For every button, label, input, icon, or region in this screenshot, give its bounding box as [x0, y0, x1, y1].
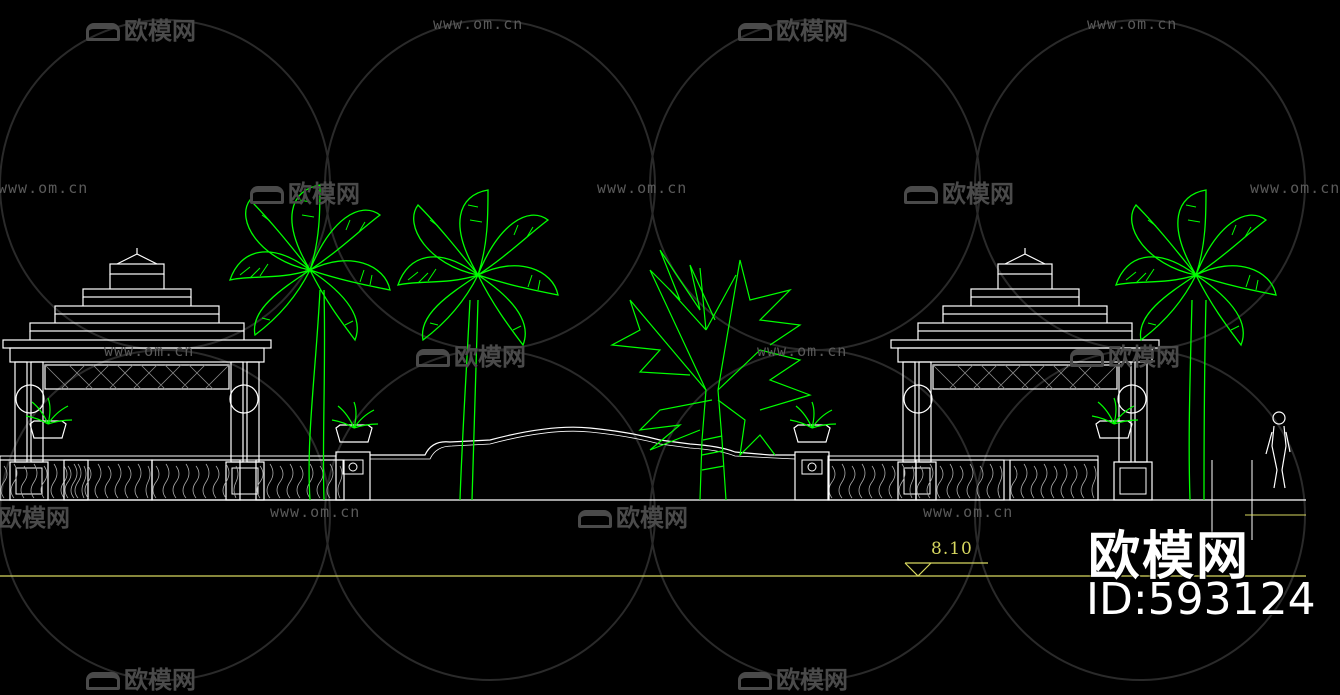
watermark-site-text: www.om.cn: [1250, 179, 1340, 197]
pavilion-right: [890, 247, 1160, 501]
watermark-brand: 欧模网: [416, 337, 526, 372]
watermark-site-text: www.om.cn: [104, 342, 195, 360]
low-wall-curve: [370, 426, 795, 456]
palm-tree-2: [397, 189, 559, 501]
sofa-logo-icon: [250, 186, 284, 204]
palm-tree-3: [1115, 189, 1277, 501]
watermark-site-text: www.om.cn: [597, 179, 688, 197]
wall-top-left: [0, 455, 337, 461]
dimension-lines: [1211, 460, 1306, 540]
watermark-site-text: www.om.cn: [923, 503, 1014, 521]
sofa-logo-icon: [578, 510, 612, 528]
elevation-marker-symbol: [904, 562, 988, 577]
sofa-logo-icon: [738, 23, 772, 41]
watermark-site-text: www.om.cn: [1087, 15, 1178, 33]
watermark-site-text: www.om.cn: [757, 342, 848, 360]
spiky-tree: [609, 249, 812, 501]
corner-logo-brand: 欧模网: [1088, 527, 1251, 587]
watermark-circles: [0, 19, 1306, 681]
wall-panels: [0, 459, 1099, 501]
watermark-brand: 欧模网: [738, 11, 848, 46]
pavilion-left: [2, 247, 272, 501]
watermark-site-text: www.om.cn: [0, 179, 89, 197]
watermark-brand: 欧模网: [0, 504, 70, 532]
watermark-brand: 欧模网: [904, 174, 1014, 209]
sofa-logo-icon: [86, 23, 120, 41]
corner-logo-id: ID:593124: [1086, 574, 1316, 625]
potted-plant-left: [331, 401, 379, 443]
cad-elevation-drawing: [0, 19, 1306, 681]
sofa-logo-icon: [1070, 349, 1104, 367]
watermark-brand: 欧模网: [250, 174, 360, 209]
potted-plant-pavilion-left: [25, 397, 73, 439]
sofa-logo-icon: [904, 186, 938, 204]
watermark-brand: 欧模网: [738, 660, 848, 695]
watermark-site-text: www.om.cn: [270, 503, 361, 521]
watermark-brand: 欧模网: [86, 660, 196, 695]
palm-tree-1: [229, 184, 391, 501]
watermark-site-text: www.om.cn: [433, 15, 524, 33]
elevation-label: 8.10: [931, 539, 973, 559]
sofa-logo-icon: [738, 672, 772, 690]
watermark-brand: 欧模网: [1070, 337, 1180, 372]
sofa-logo-icon: [86, 672, 120, 690]
sofa-logo-icon: [416, 349, 450, 367]
potted-plant-right: [789, 401, 837, 443]
human-figure: [1265, 411, 1291, 489]
watermark-brand: 欧模网: [578, 498, 688, 533]
gate-post-left: [335, 451, 371, 501]
wall-top-right: [827, 455, 1099, 461]
gate-post-right: [794, 451, 830, 501]
watermark-brand: 欧模网: [86, 11, 196, 46]
